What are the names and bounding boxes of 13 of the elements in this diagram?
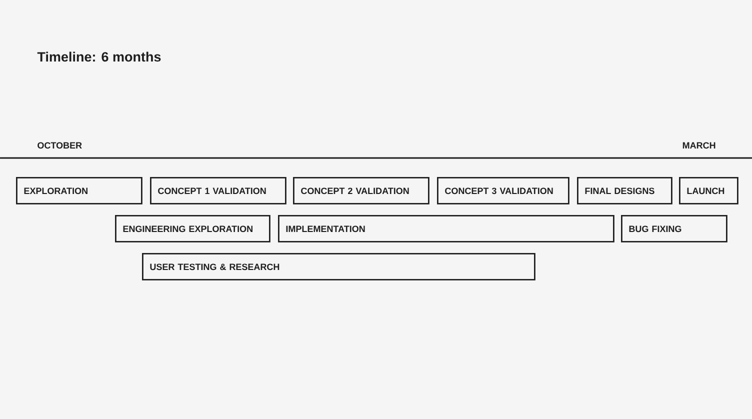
month-label: MARCH — [682, 142, 716, 149]
task-box: USER TESTING & RESEARCH — [142, 253, 536, 280]
task-box: CONCEPT 1 VALIDATION — [150, 177, 286, 204]
task-box: BUG FIXING — [621, 215, 728, 242]
month-label: OCTOBER — [38, 142, 82, 149]
task-box: EXPLORATION — [16, 177, 142, 204]
task-box: CONCEPT 2 VALIDATION — [293, 177, 430, 204]
task-box: CONCEPT 3 VALIDATION — [437, 177, 570, 204]
title: Timeline: 6 months — [37, 52, 161, 62]
task-box: ENGINEERING EXPLORATION — [115, 215, 270, 242]
task-box: IMPLEMENTATION — [278, 215, 614, 242]
task-box: FINAL DESIGNS — [577, 177, 672, 204]
task-box: LAUNCH — [679, 177, 738, 204]
